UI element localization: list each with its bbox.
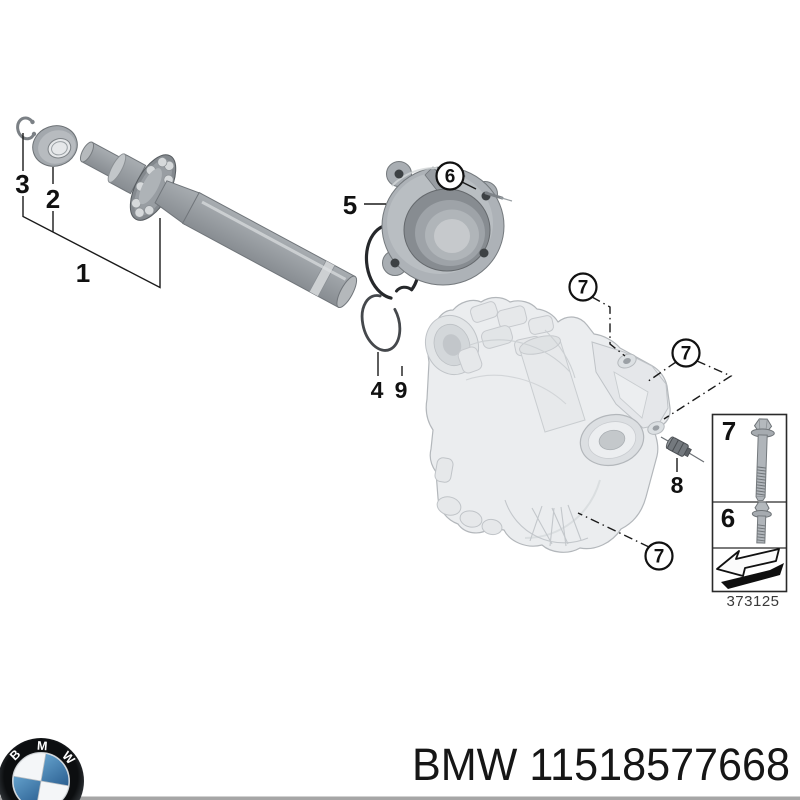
drawing-number: 373125 (726, 593, 779, 610)
legend-bolt-6-icon (751, 501, 772, 544)
case-top-bosses (457, 301, 554, 374)
callout-5: 5 (343, 190, 357, 220)
transfer-case-drawing (425, 296, 671, 553)
bottom-divider (0, 796, 800, 800)
case-right-bracket (591, 341, 669, 435)
callout-circle-7-right: 7 (646, 338, 733, 420)
legend-label-7: 7 (722, 416, 736, 446)
callout-1: 1 (76, 258, 90, 288)
leader-lines-49 (377, 352, 403, 376)
part-number-text: BMW 11518577668 (412, 739, 790, 790)
breather-plug-part-8: 8 (660, 436, 705, 498)
callout-8: 8 (671, 472, 684, 498)
input-shaft-part-1 (79, 141, 358, 309)
callout-3: 3 (15, 169, 29, 199)
leader-lines-123 (22, 133, 161, 289)
case-surface-lines (465, 329, 601, 539)
svg-text:7: 7 (578, 278, 589, 299)
ball-bearing (129, 154, 177, 221)
svg-text:7: 7 (654, 547, 665, 568)
callout-2: 2 (46, 184, 60, 214)
svg-text:7: 7 (681, 344, 692, 365)
direction-arrow-icon (716, 548, 784, 589)
callout-circle-7-bottom: 7 (577, 512, 674, 571)
case-feet (434, 457, 503, 536)
case-rib-fan (504, 499, 589, 547)
seal-ring-part-2 (32, 125, 78, 167)
logo-letter-m: M (37, 739, 48, 754)
case-output-tube (579, 413, 645, 467)
svg-text:6: 6 (445, 167, 456, 188)
case-center-boss (519, 335, 586, 433)
snap-ring-part-3 (16, 116, 37, 141)
bmw-roundel-logo: B M W (0, 738, 84, 800)
legend-box: 7 6 (711, 413, 788, 593)
flange-pin (484, 191, 504, 200)
bolt-hole (652, 425, 660, 431)
callout-circle-6: 6 (435, 161, 477, 191)
callout-circle-7-top: 7 (568, 272, 626, 357)
callout-9: 9 (395, 377, 408, 403)
legend-label-6: 6 (721, 503, 735, 533)
circlip-part-4 (360, 294, 402, 352)
legend-bolt-7-icon (750, 418, 775, 502)
bearing-flange-part-5 (381, 161, 513, 286)
bolt-hole (623, 358, 631, 364)
callout-4: 4 (371, 377, 384, 403)
